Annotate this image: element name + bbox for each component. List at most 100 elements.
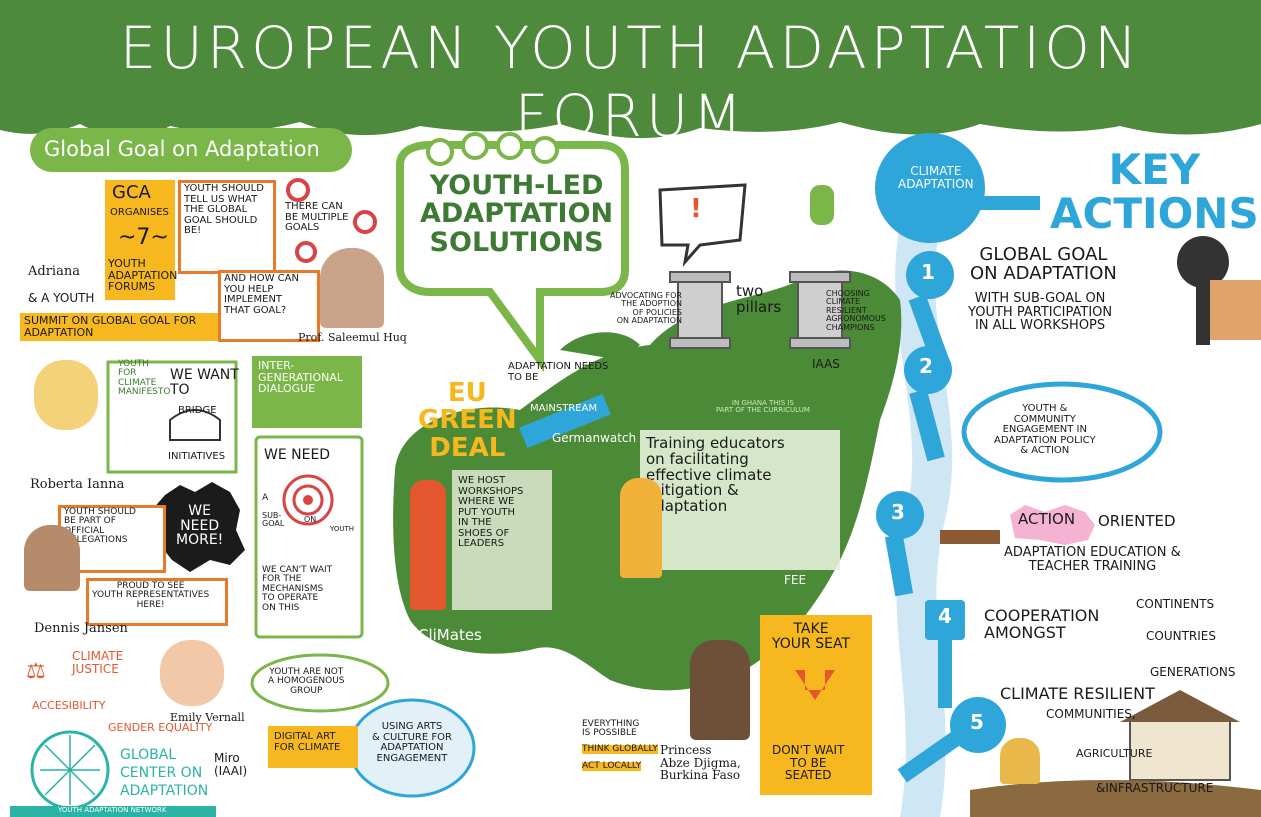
key-1-number: 1 [921, 260, 935, 284]
infrastructure-label: &INFRASTRUCTURE [1096, 781, 1214, 795]
logo-strip-text: YOUTH ADAPTATION NETWORK [58, 806, 167, 814]
speaker-emily-vernall: Emily Vernall [170, 711, 245, 724]
mainstream-label: MAINSTREAM [530, 403, 598, 414]
figure-climates-speaker [410, 480, 446, 610]
action-4-text: COOPERATION AMONGST [984, 606, 1100, 642]
youth-delegations-text: YOUTH SHOULD BE PART OF OFFICIAL DELEGAT… [64, 507, 136, 546]
dont-wait-text: DON'T WAIT TO BE SEATED [772, 743, 845, 783]
key-2-number: 2 [919, 354, 933, 378]
goal-youth-label: YOUTH [330, 525, 355, 533]
manifesto-label: YOUTH FOR CLIMATE MANIFESTO [118, 359, 171, 398]
bridge-label: BRIDGE [178, 405, 217, 416]
youth-should-tell-text: YOUTH SHOULD TELL US WHAT THE GLOBAL GOA… [184, 183, 264, 236]
take-seat-text: TAKE YOUR SEAT [772, 621, 851, 652]
key-5-number: 5 [970, 710, 984, 734]
workshops-text: WE HOST WORKSHOPS WHERE WE PUT YOUTH IN … [458, 475, 524, 549]
gca-label: GCA [112, 182, 151, 203]
ghana-text: IN GHANA THIS IS PART OF THE CURRICULUM [716, 399, 810, 415]
action-1-title: GLOBAL GOAL ON ADAPTATION [970, 244, 1117, 284]
goal-sub-label: SUB- GOAL [262, 511, 285, 529]
eu-green-deal-label: EU GREEN DEAL [418, 378, 517, 463]
speaker-dennis-jansen: Dennis Jansen [34, 621, 128, 636]
think-globally-text: THINK GLOBALLY [582, 744, 658, 755]
act-locally-text: ACT LOCALLY [582, 761, 642, 772]
global-goal-heading-pill [30, 128, 352, 172]
gender-equality-label: GENDER EQUALITY [108, 721, 213, 734]
communities-label: COMMUNITIES, [1046, 707, 1136, 721]
gca-highlight [105, 180, 175, 300]
advocating-text: ADVOCATING FOR THE ADOPTION OF POLICIES … [610, 291, 682, 326]
figure-fee-speaker [620, 478, 662, 578]
climate-justice-label: CLIMATE JUSTICE [72, 649, 124, 676]
generations-label: GENERATIONS [1150, 665, 1236, 679]
big-key-shaft [970, 196, 1040, 210]
action-2-text: YOUTH & COMMUNITY ENGAGEMENT IN ADAPTATI… [994, 403, 1096, 456]
proud-text: PROUD TO SEE YOUTH REPRESENTATIVES HERE! [92, 581, 210, 610]
adaptation-needs-text: ADAPTATION NEEDS TO BE [508, 361, 609, 383]
summit-highlight [20, 313, 220, 341]
trowel-handle [940, 530, 1000, 544]
miro-label: Miro (IAAI) [214, 751, 248, 778]
and-youth-label: & A YOUTH [28, 291, 95, 305]
accessibility-label: ACCESIBILITY [32, 699, 106, 712]
training-educators-text: Training educators on facilitating effec… [646, 434, 785, 515]
choosing-text: CHOOSING CLIMATE RESILIENT AGRONOMOUS CH… [826, 289, 886, 332]
proud-box [86, 578, 228, 626]
climate-adaptation-label: CLIMATE ADAPTATION [898, 164, 974, 191]
action-3-subtitle: ADAPTATION EDUCATION & TEACHER TRAINING [1004, 545, 1181, 574]
continents-label: CONTINENTS [1136, 597, 1215, 611]
everything-possible-text: EVERYTHING IS POSSIBLE [582, 719, 640, 739]
climates-label: CliMates [418, 626, 482, 644]
not-homogenous-text: YOUTH ARE NOT A HOMOGENOUS GROUP [268, 667, 345, 696]
how-help-box [218, 270, 320, 342]
speaker-princess-abze: Princess Abze Djigma, Burkina Faso [660, 743, 741, 783]
key-3-number: 3 [891, 500, 905, 524]
two-pillars-label: two pillars [736, 282, 782, 316]
logo-line-3: ADAPTATION [120, 783, 209, 799]
intergen-label: INTER- GENERATIONAL DIALOGUE [258, 359, 344, 396]
germanwatch-label: Germanwatch [552, 431, 637, 445]
global-goal-heading: Global Goal on Adaptation [44, 137, 320, 161]
seven-forums-count: ~7~ [118, 225, 169, 250]
forums-label: YOUTH ADAPTATION FORUMS [108, 257, 178, 294]
goal-a-label: A [262, 493, 269, 503]
we-want-label: WE WANT TO [170, 367, 239, 398]
action-1-subtitle: WITH SUB-GOAL ON YOUTH PARTICIPATION IN … [968, 291, 1113, 334]
using-arts-label: USING ARTS & CULTURE FOR ADAPTATION ENGA… [372, 721, 452, 764]
countries-label: COUNTRIES [1146, 629, 1216, 643]
organises-label: ORGANISES [110, 207, 169, 218]
fee-label: FEE [784, 573, 807, 587]
portrait-princess-abze [690, 640, 750, 740]
speaker-saleemul-huq: Prof. Saleemul Huq [298, 331, 407, 344]
page-title: European Youth Adaptation Forum [119, 14, 1142, 150]
summit-label: SUMMIT ON GLOBAL GOAL FOR ADAPTATION [24, 314, 197, 339]
youth-should-tell-box [178, 180, 276, 274]
logo-line-2: CENTER ON [120, 765, 203, 781]
initiatives-label: INITIATIVES [168, 451, 226, 462]
portrait-emily-vernall [160, 640, 224, 706]
intergen-box [252, 356, 362, 428]
portrait-roberta-ianna [34, 360, 98, 430]
speaker-roberta-ianna: Roberta Ianna [30, 477, 125, 492]
cant-wait-text: WE CAN'T WAIT FOR THE MECHANISMS TO OPER… [262, 565, 333, 613]
need-more-text: WE NEED MORE! [176, 503, 224, 549]
digital-art-label: DIGITAL ART FOR CLIMATE [274, 731, 341, 753]
goal-on-label: ON [304, 515, 317, 524]
community-figures [1000, 738, 1040, 784]
key-4-number: 4 [938, 604, 952, 628]
exclamation-mark: ! [690, 194, 702, 224]
title-banner [0, 0, 1261, 118]
portrait-dennis-jansen [24, 525, 80, 591]
portrait-saleemul-huq [320, 248, 384, 328]
action-3-rest: ORIENTED [1098, 512, 1176, 530]
logo-line-1: GLOBAL [120, 747, 177, 763]
agriculture-label: AGRICULTURE [1076, 747, 1153, 760]
multiple-goals-text: THERE CAN BE MULTIPLE GOALS [285, 201, 349, 233]
figure-on-pillar [810, 185, 834, 225]
action-5-text: CLIMATE RESILIENT [1000, 684, 1155, 703]
we-need-label: WE NEED [264, 447, 331, 463]
youth-led-solutions-heading: YOUTH-LED ADAPTATION SOLUTIONS [420, 170, 614, 258]
scales-icon: ⚖ [26, 659, 46, 684]
